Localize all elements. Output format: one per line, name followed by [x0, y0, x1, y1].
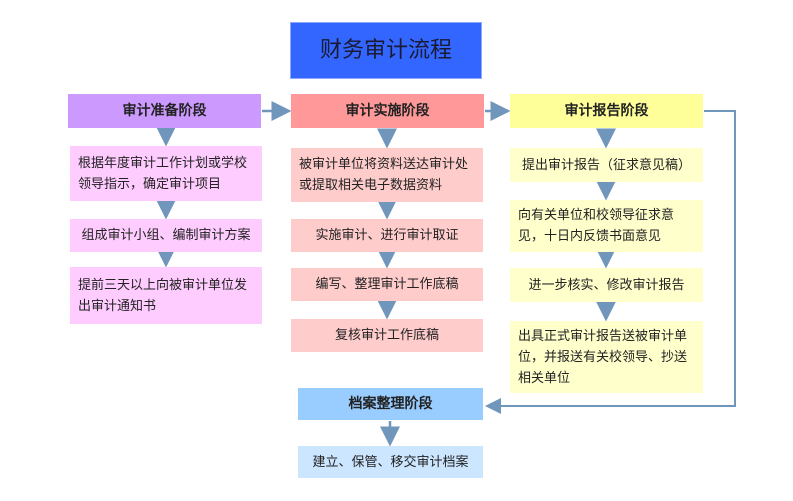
prep-step: 根据年度审计工作计划或学校领导指示，确定审计项目	[70, 146, 262, 201]
stage-report-header: 审计报告阶段	[510, 94, 703, 128]
stage-prep-header: 审计准备阶段	[68, 94, 261, 128]
report-step: 向有关单位和校领导征求意见，十日内反馈书面意见	[510, 200, 703, 252]
report-step: 进一步核实、修改审计报告	[510, 268, 703, 302]
prep-step: 提前三天以上向被审计单位发出审计通知书	[70, 267, 262, 324]
impl-step: 实施审计、进行审计取证	[291, 219, 483, 252]
stage-archive-header: 档案整理阶段	[298, 388, 483, 420]
impl-step: 复核审计工作底稿	[291, 319, 483, 352]
report-step: 提出审计报告（征求意见稿）	[510, 148, 703, 182]
report-step: 出具正式审计报告送被审计单位，并报送有关校领导、抄送相关单位	[510, 321, 703, 393]
stage-impl-header: 审计实施阶段	[291, 94, 484, 128]
arrow-report-to-archive	[485, 110, 736, 414]
page-title: 财务审计流程	[290, 22, 482, 79]
impl-step: 编写、整理审计工作底稿	[291, 268, 483, 301]
archive-step: 建立、保管、移交审计档案	[298, 446, 483, 478]
impl-step: 被审计单位将资料送达审计处或提取相关电子数据资料	[291, 148, 483, 202]
prep-step: 组成审计小组、编制审计方案	[70, 219, 262, 252]
